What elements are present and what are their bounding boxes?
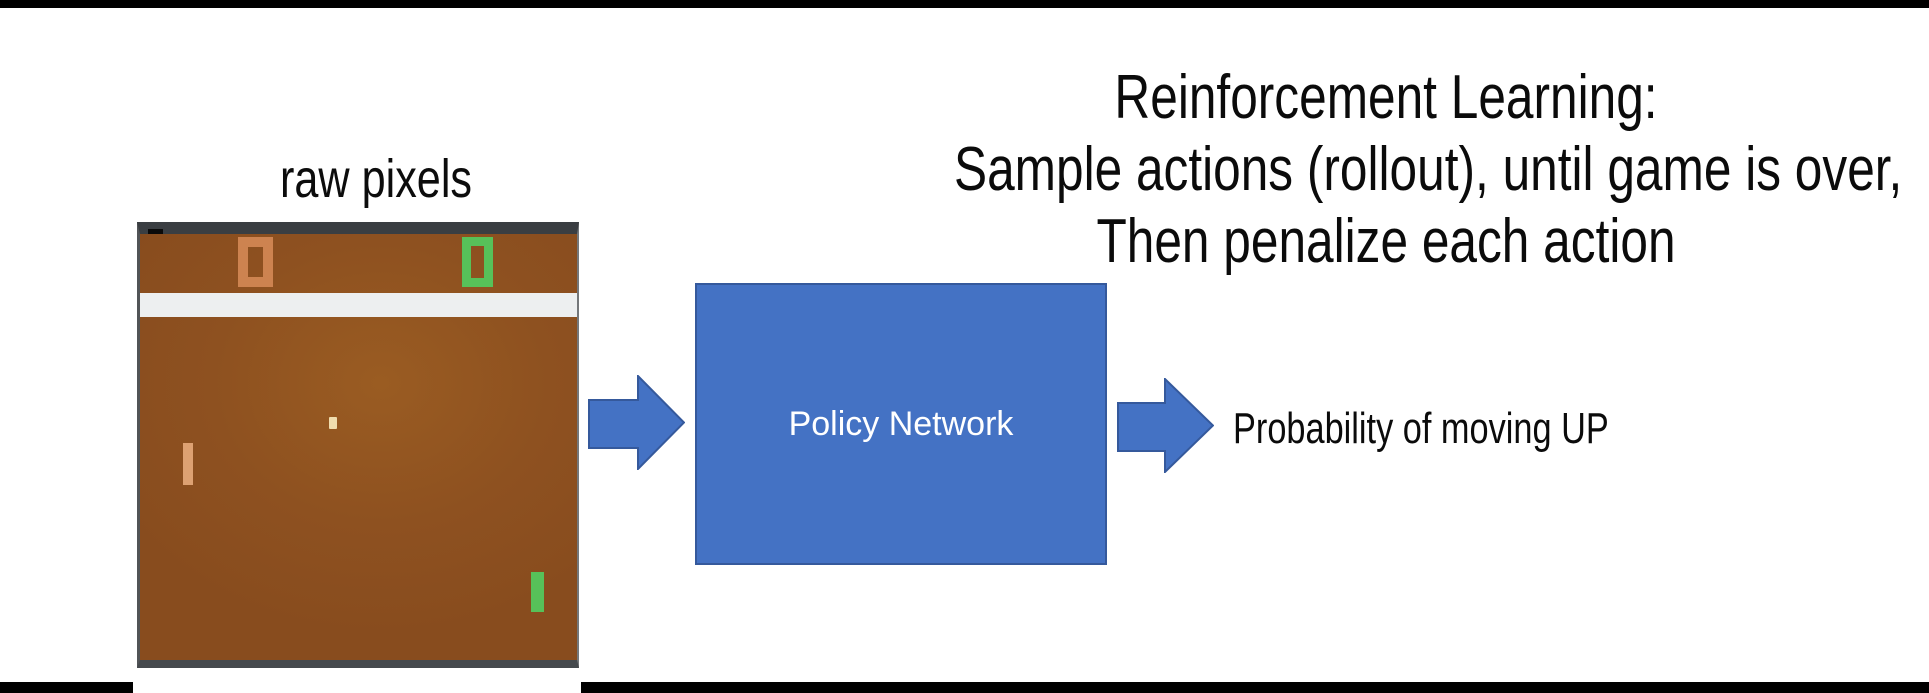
title-line-2: Sample actions (rollout), until game is … [954, 135, 1903, 204]
input-arrow-icon [588, 375, 685, 470]
top-black-bar [0, 0, 1929, 8]
opponent-paddle [183, 443, 193, 485]
raw-pixels-label: raw pixels [279, 149, 473, 209]
probability-output-label: Probability of moving UP [1233, 404, 1609, 453]
playfield-top-band [140, 293, 577, 317]
pong-game-screenshot [137, 222, 579, 668]
screenshot-corner-tick [148, 229, 163, 234]
title-line-1: Reinforcement Learning: [1114, 63, 1658, 132]
bottom-black-bar-left [0, 682, 133, 693]
bottom-black-bar-right [581, 682, 1929, 693]
right-player-score-zero [462, 237, 493, 287]
output-arrow-icon [1117, 378, 1214, 473]
player-paddle [531, 572, 544, 612]
policy-network-box: Policy Network [695, 283, 1107, 565]
policy-network-label: Policy Network [788, 404, 1014, 443]
pong-ball [329, 417, 337, 429]
left-player-score-zero [238, 237, 273, 287]
slide-title: Reinforcement Learning: Sample actions (… [954, 62, 1903, 278]
title-line-3: Then penalize each action [1096, 207, 1676, 276]
